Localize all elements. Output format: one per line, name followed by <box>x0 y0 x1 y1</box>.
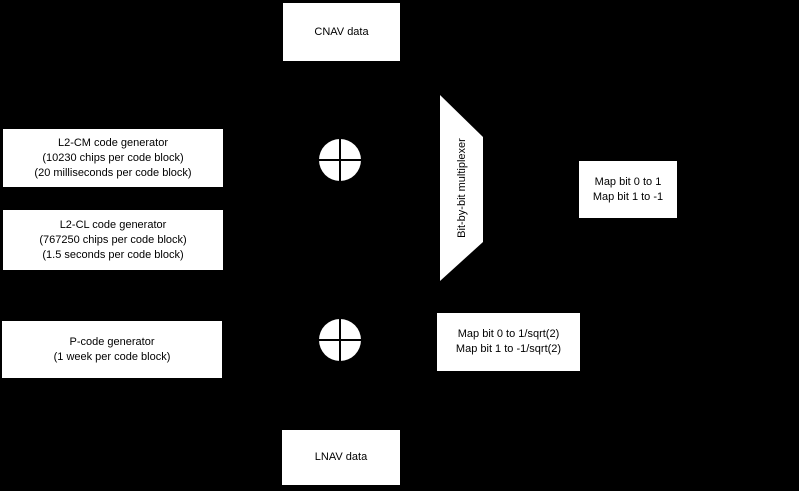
modulo2-adder-lower-icon <box>318 318 362 362</box>
node-map-bits-lower: Map bit 0 to 1/sqrt(2) Map bit 1 to -1/s… <box>437 313 580 371</box>
multiplexer-label: Bit-by-bit multiplexer <box>455 138 468 238</box>
node-lnav-data: LNAV data <box>282 430 400 485</box>
node-cnav-data: CNAV data <box>283 3 400 61</box>
node-p-code-generator: P-code generator (1 week per code block) <box>2 321 222 378</box>
node-bit-by-bit-multiplexer: Bit-by-bit multiplexer <box>440 95 483 281</box>
node-l2cl-code-generator: L2-CL code generator (767250 chips per c… <box>3 210 223 270</box>
node-l2cm-code-generator: L2-CM code generator (10230 chips per co… <box>3 129 223 187</box>
multiplexer-trapezoid-icon <box>440 95 483 281</box>
node-map-bits-upper: Map bit 0 to 1 Map bit 1 to -1 <box>579 161 677 218</box>
modulo2-adder-upper-icon <box>318 138 362 182</box>
